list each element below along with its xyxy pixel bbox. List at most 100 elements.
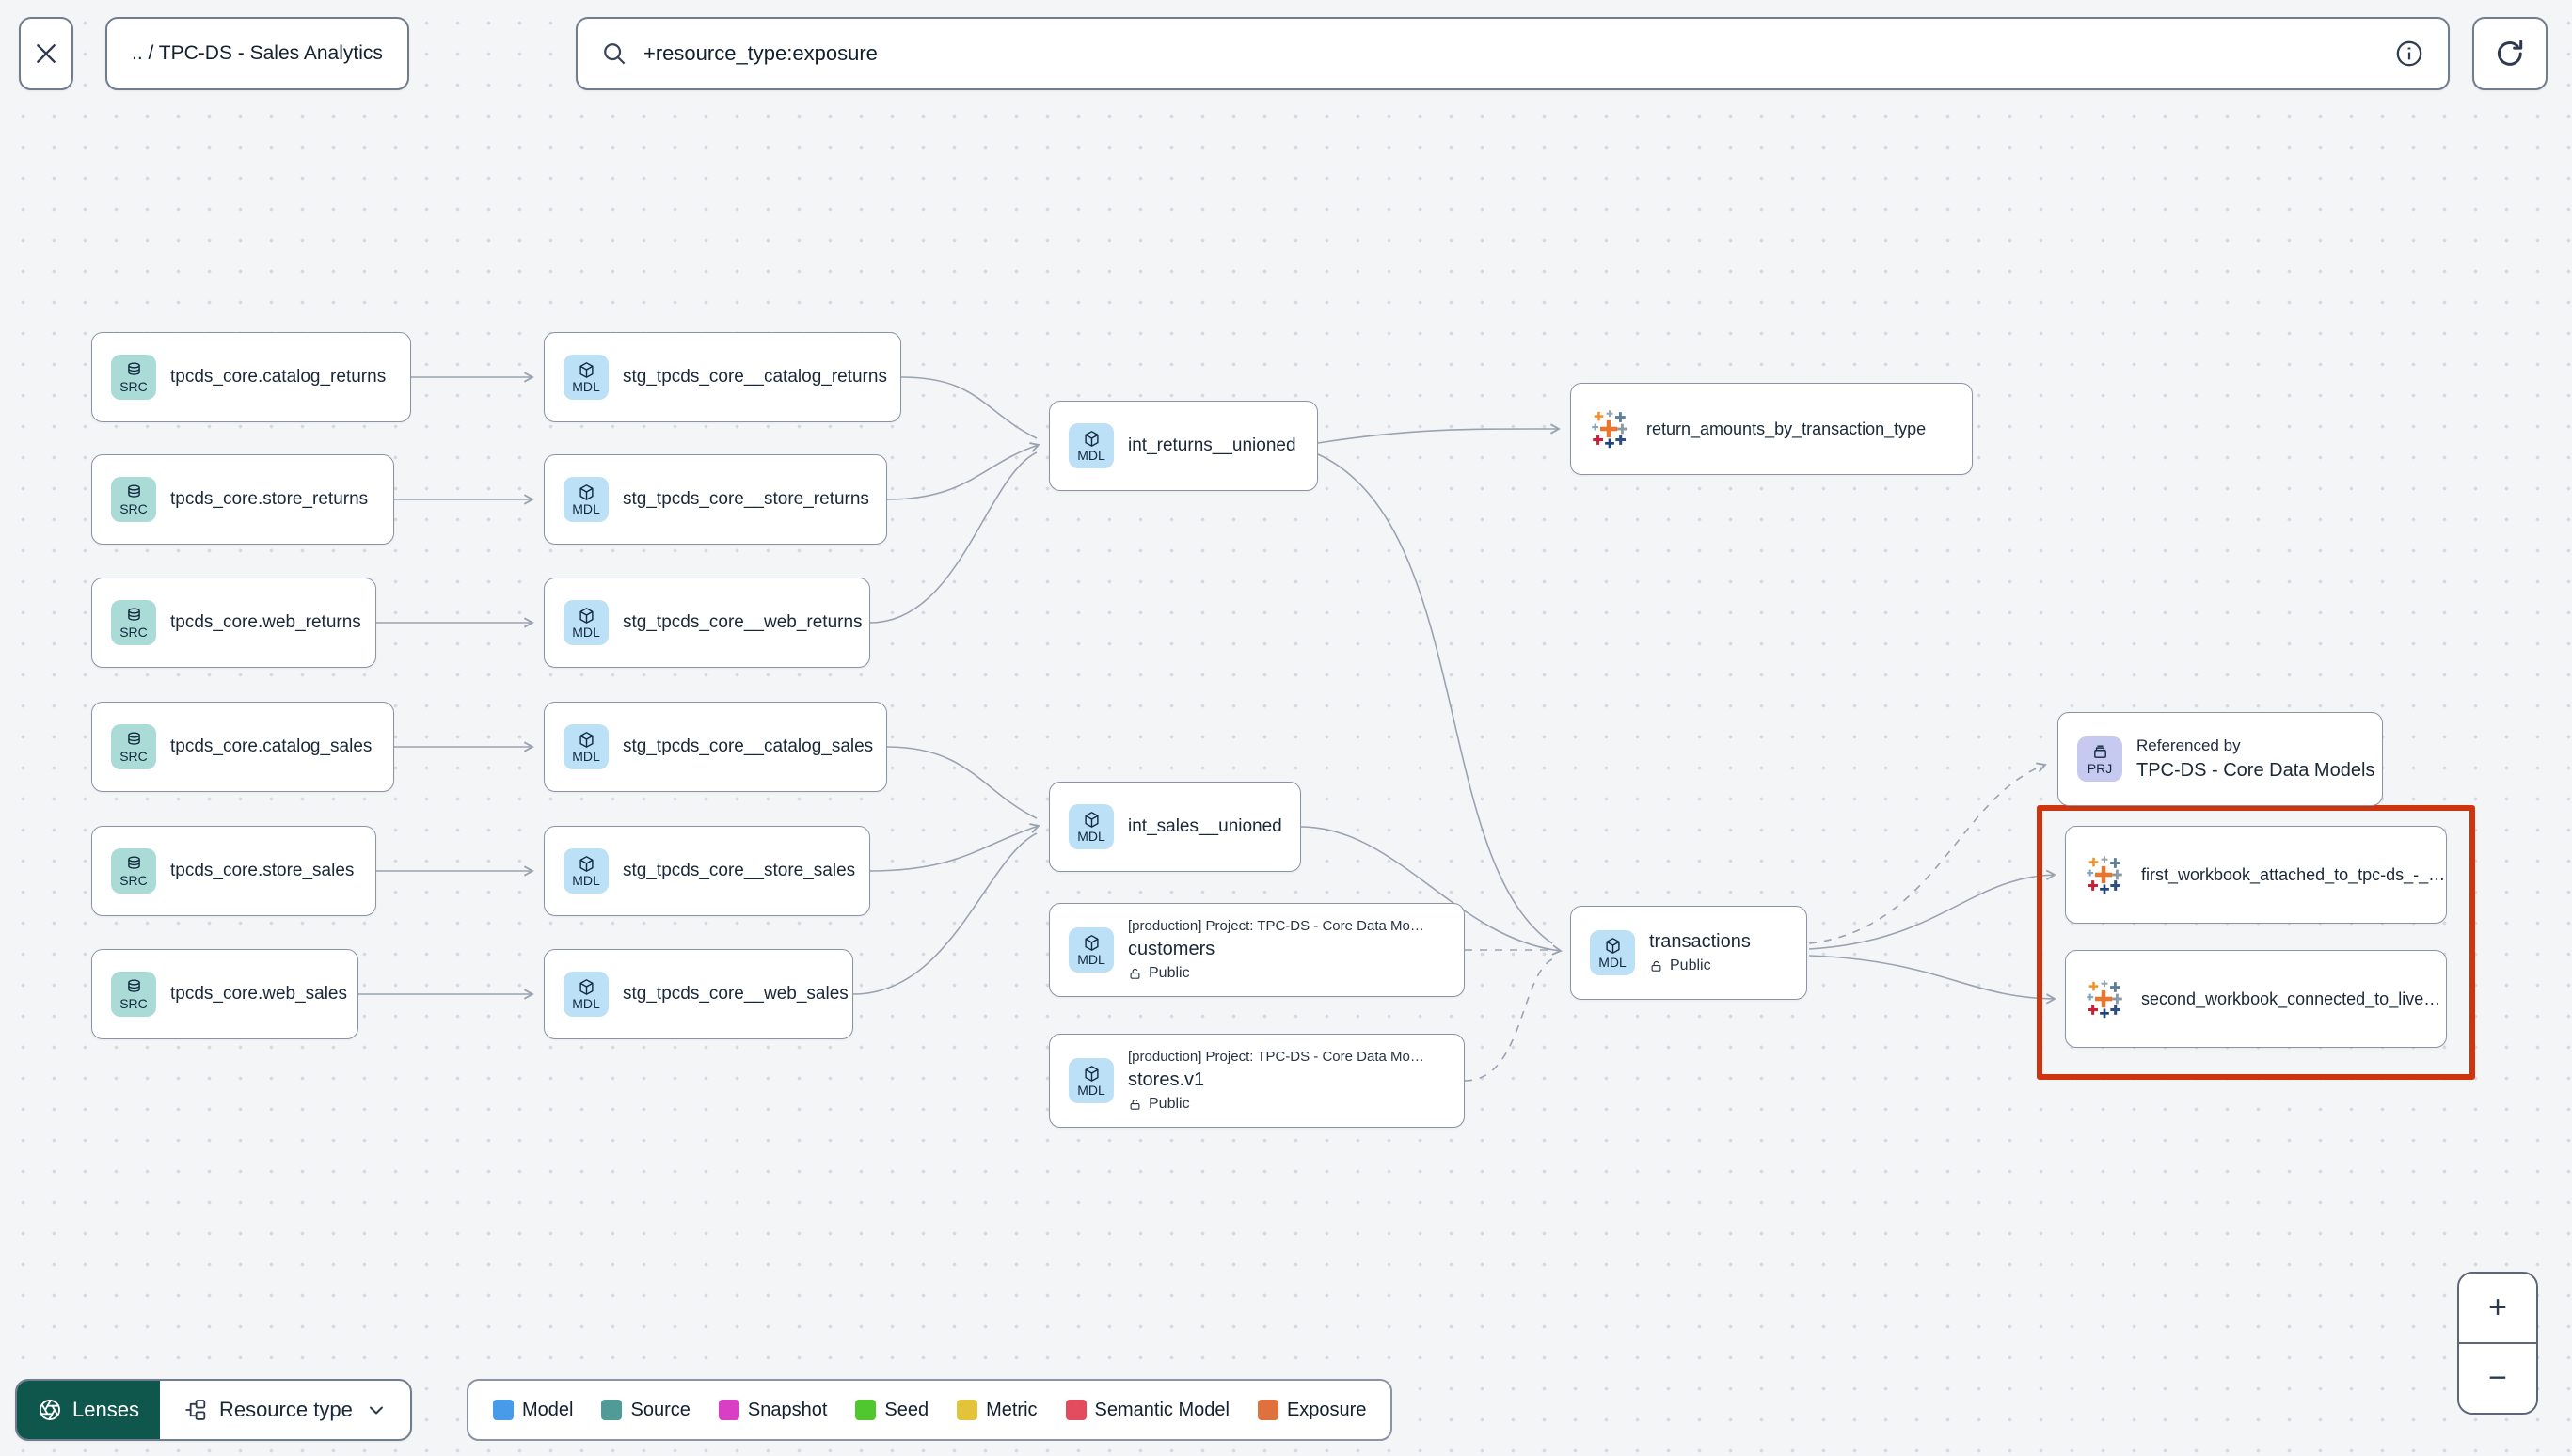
info-icon[interactable] [2393,38,2425,70]
search-input[interactable] [643,41,2378,66]
database-icon [124,606,144,625]
resource-type-label: Resource type [218,1398,353,1421]
breadcrumb[interactable]: .. / TPC-DS - Sales Analytics [105,17,409,90]
node-label: tpcds_core.store_returns [170,489,369,509]
legend-item-snapshot: Snapshot [718,1400,827,1421]
node-model-customers[interactable]: MDL [production] Project: TPC-DS - Core … [1049,903,1465,997]
node-label: customers [1128,939,1215,959]
node-source-tpcds-core-catalog-returns[interactable]: SRC tpcds_core.catalog_returns [91,332,411,422]
node-label: return_amounts_by_transaction_type [1646,419,1927,438]
search-icon [600,40,628,68]
refresh-icon [2493,37,2527,71]
source-badge: SRC [111,848,156,894]
tableau-icon [2083,853,2126,896]
legend-item-seed: Seed [855,1400,929,1421]
database-icon [124,360,144,380]
model-badge: MDL [564,477,609,522]
legend-swatch [1257,1400,1278,1420]
source-badge: SRC [111,724,156,769]
chevron-down-icon [365,1399,388,1421]
node-model-stg-store-sales[interactable]: MDL stg_tpcds_core__store_sales [544,826,870,916]
resource-type-dropdown[interactable]: Resource type [160,1381,410,1439]
node-label: int_sales__unioned [1128,816,1282,836]
node-source-tpcds-core-web-sales[interactable]: SRC tpcds_core.web_sales [91,949,358,1039]
node-model-stg-catalog-sales[interactable]: MDL stg_tpcds_core__catalog_sales [544,702,887,792]
node-model-stg-store-returns[interactable]: MDL stg_tpcds_core__store_returns [544,454,887,545]
node-source-tpcds-core-store-sales[interactable]: SRC tpcds_core.store_sales [91,826,376,916]
project-context: [production] Project: TPC-DS - Core Data… [1128,918,1424,934]
node-label: int_returns__unioned [1128,435,1296,455]
model-badge: MDL [1069,1058,1114,1103]
lock-open-icon [1128,1098,1142,1112]
cube-icon [1082,429,1102,449]
node-model-stores-v1[interactable]: MDL [production] Project: TPC-DS - Core … [1049,1034,1465,1128]
zoom-divider [2459,1341,2536,1345]
project-context: [production] Project: TPC-DS - Core Data… [1128,1049,1424,1065]
node-model-int-sales-unioned[interactable]: MDL int_sales__unioned [1049,782,1301,872]
node-label: stores.v1 [1128,1069,1205,1090]
minus-icon: − [2488,1360,2507,1397]
referenced-by-label: Referenced by [2136,736,2241,754]
source-badge: SRC [111,477,156,522]
legend: Model Source Snapshot Seed Metric Semant… [467,1379,1393,1441]
close-icon [31,39,61,69]
node-exposure-first-workbook[interactable]: first_workbook_attached_to_tpc-ds_-_… [2065,826,2447,924]
lock-open-icon [1649,959,1663,973]
node-label: stg_tpcds_core__web_returns [623,612,863,632]
cube-icon [577,854,596,874]
node-label: stg_tpcds_core__store_sales [623,861,856,880]
cube-icon [577,977,596,997]
cube-icon [1082,933,1102,953]
legend-swatch [957,1400,978,1420]
node-source-tpcds-core-catalog-sales[interactable]: SRC tpcds_core.catalog_sales [91,702,394,792]
node-model-stg-catalog-returns[interactable]: MDL stg_tpcds_core__catalog_returns [544,332,901,422]
node-label: first_workbook_attached_to_tpc-ds_-_… [2141,864,2446,884]
node-source-tpcds-core-store-returns[interactable]: SRC tpcds_core.store_returns [91,454,394,545]
database-icon [124,977,144,997]
legend-swatch [855,1400,877,1420]
cube-icon [577,606,596,625]
node-label: tpcds_core.store_sales [170,861,355,880]
legend-item-exposure: Exposure [1257,1400,1366,1421]
node-project-referenced-by[interactable]: PRJ Referenced by TPC-DS - Core Data Mod… [2057,712,2383,806]
model-badge: MDL [564,848,609,894]
zoom-controls: + − [2457,1272,2538,1415]
legend-item-source: Source [601,1400,691,1421]
model-badge: MDL [1069,927,1114,973]
legend-item-metric: Metric [957,1400,1038,1421]
legend-swatch [1065,1400,1087,1420]
node-label: stg_tpcds_core__catalog_sales [623,736,874,756]
node-source-tpcds-core-web-returns[interactable]: SRC tpcds_core.web_returns [91,578,376,668]
plus-icon: + [2488,1289,2507,1325]
hierarchy-icon [183,1398,207,1422]
lenses-label: Lenses [72,1398,139,1421]
refresh-button[interactable] [2472,17,2548,90]
search-bar[interactable] [576,17,2450,90]
close-button[interactable] [19,17,73,90]
zoom-in-button[interactable]: + [2459,1274,2536,1342]
node-model-transactions[interactable]: MDL transactions Public [1570,906,1807,1000]
node-label: tpcds_core.catalog_returns [170,367,387,387]
cube-icon [1603,936,1623,956]
zoom-out-button[interactable]: − [2459,1344,2536,1413]
tableau-icon [1588,407,1631,451]
cube-icon [577,360,596,380]
node-model-stg-web-sales[interactable]: MDL stg_tpcds_core__web_sales [544,949,853,1039]
node-exposure-second-workbook[interactable]: second_workbook_connected_to_live… [2065,950,2447,1048]
node-exposure-return-amounts[interactable]: return_amounts_by_transaction_type [1570,383,1973,475]
source-badge: SRC [111,355,156,400]
node-label: tpcds_core.web_sales [170,984,347,1004]
node-model-int-returns-unioned[interactable]: MDL int_returns__unioned [1049,401,1318,491]
lenses-button[interactable]: Lenses [17,1381,160,1439]
model-badge: MDL [564,972,609,1017]
node-label: transactions [1649,931,1751,952]
legend-swatch [601,1400,623,1420]
aperture-icon [38,1398,62,1422]
model-badge: MDL [564,600,609,645]
tableau-icon [2083,977,2126,1021]
view-controls: Lenses Resource type [15,1379,412,1441]
node-label: stg_tpcds_core__web_sales [623,984,849,1004]
cube-icon [1082,810,1102,830]
node-label: second_workbook_connected_to_live… [2141,989,2441,1008]
node-model-stg-web-returns[interactable]: MDL stg_tpcds_core__web_returns [544,578,870,668]
